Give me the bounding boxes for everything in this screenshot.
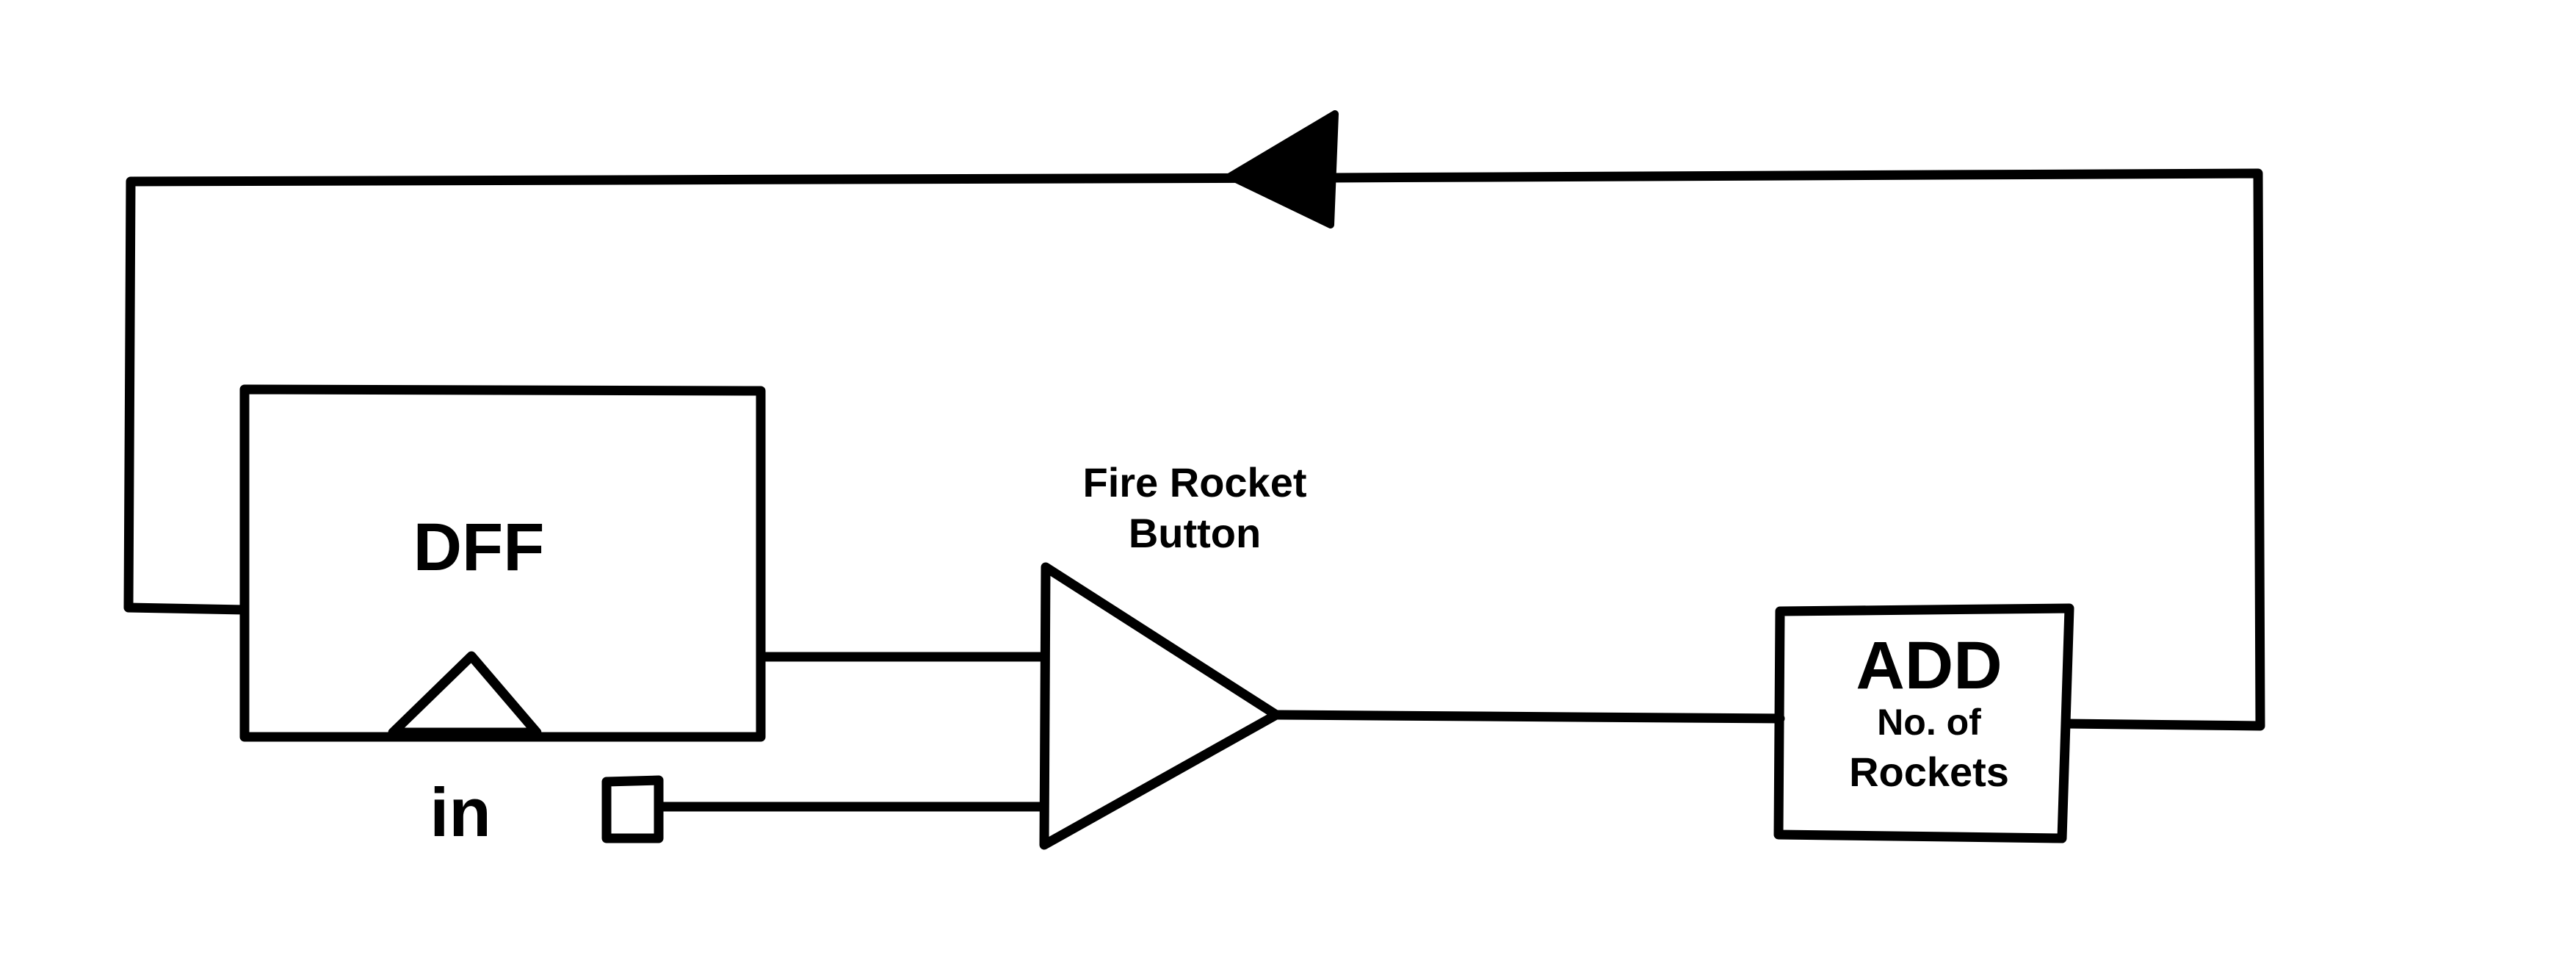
dff-block — [239, 384, 766, 742]
adder-label: ADD — [1856, 628, 2002, 703]
feedback-arrowhead — [1226, 110, 1339, 228]
button-label-line2: Button — [1129, 510, 1261, 556]
fire-rocket-button[interactable] — [1039, 562, 1281, 850]
dff-clock-triangle — [388, 651, 542, 738]
button-label-line1: Fire Rocket — [1083, 459, 1307, 505]
adder-sub-line1: No. of — [1877, 702, 1981, 743]
button-to-adder-wire — [1271, 710, 1785, 724]
dff-label: DFF — [413, 510, 545, 585]
input-label: in — [430, 774, 491, 851]
adder-block — [1773, 603, 2074, 843]
adder-sub-line2: Rockets — [1849, 749, 2009, 795]
input-pin[interactable] — [601, 775, 664, 843]
